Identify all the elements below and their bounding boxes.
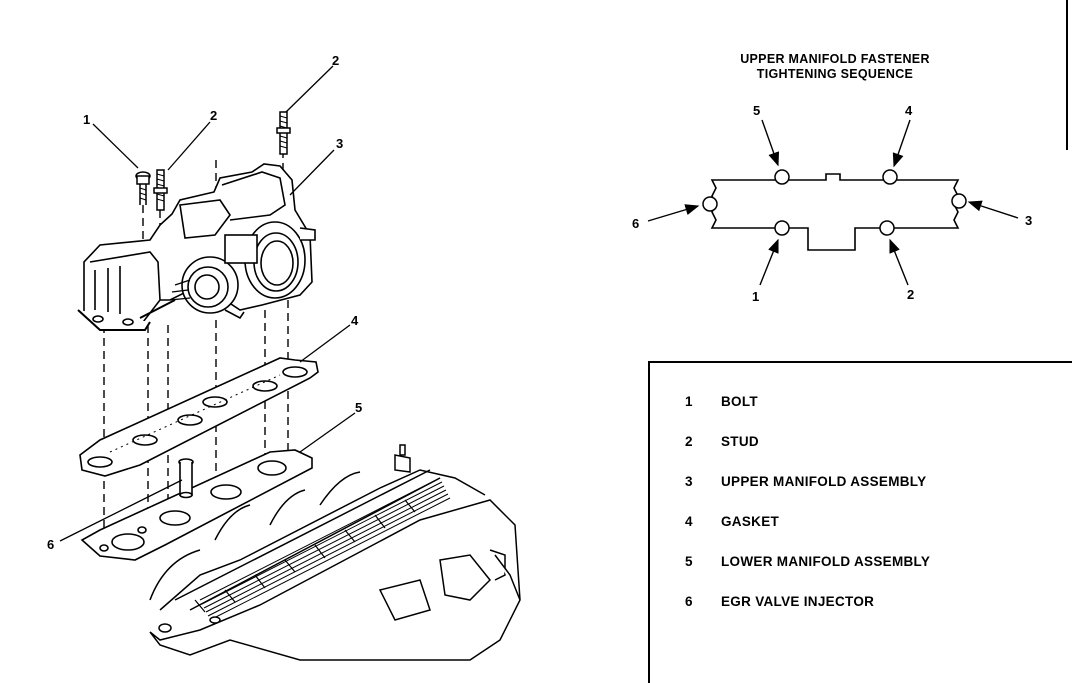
legend-label: UPPER MANIFOLD ASSEMBLY — [721, 474, 927, 489]
callout-6: 6 — [47, 537, 54, 552]
legend-row: 5 LOWER MANIFOLD ASSEMBLY — [685, 554, 930, 569]
sequence-title: UPPER MANIFOLD FASTENER TIGHTENING SEQUE… — [700, 52, 970, 82]
callout-2-right: 2 — [332, 53, 339, 68]
legend-label: BOLT — [721, 394, 758, 409]
legend-row: 1 BOLT — [685, 394, 758, 409]
legend-label: GASKET — [721, 514, 780, 529]
callout-2-left: 2 — [210, 108, 217, 123]
egr-valve-injector — [178, 458, 194, 499]
gasket — [79, 357, 319, 477]
callout-numbers: 1 2 2 3 4 5 6 — [47, 53, 362, 552]
legend-row: 6 EGR VALVE INJECTOR — [685, 594, 874, 609]
stud-part-right — [276, 111, 291, 155]
legend-row: 4 GASKET — [685, 514, 779, 529]
legend-label: LOWER MANIFOLD ASSEMBLY — [721, 554, 931, 569]
sequence-numbers: 5 4 6 3 1 2 — [632, 103, 1032, 304]
stud-part-left — [153, 169, 168, 211]
callout-1: 1 — [83, 112, 90, 127]
legend-number: 6 — [685, 594, 693, 609]
sequence-6: 6 — [632, 216, 639, 231]
legend-number: 1 — [685, 394, 693, 409]
callout-5: 5 — [355, 400, 362, 415]
legend-label: EGR VALVE INJECTOR — [721, 594, 875, 609]
legend-label: STUD — [721, 434, 759, 449]
legend-number: 2 — [685, 434, 693, 449]
fastener-holes — [702, 169, 967, 236]
manifold-outline — [710, 173, 960, 251]
sequence-1: 1 — [752, 289, 759, 304]
legend-number: 4 — [685, 514, 693, 529]
callout-4: 4 — [351, 313, 359, 328]
upper-manifold-assembly — [77, 163, 316, 331]
exploded-view — [59, 65, 521, 661]
sequence-2: 2 — [907, 287, 914, 302]
sequence-3: 3 — [1025, 213, 1032, 228]
parts-legend: 1 BOLT 2 STUD 3 UPPER MANIFOLD ASSEMBLY 4 GA… — [648, 361, 1072, 683]
page-edge-line — [1066, 0, 1068, 150]
legend-number: 5 — [685, 554, 693, 569]
bolt-part — [135, 171, 151, 205]
sequence-title-line-2: TIGHTENING SEQUENCE — [756, 67, 914, 81]
callout-leaders — [59, 65, 356, 542]
sequence-5: 5 — [753, 103, 760, 118]
legend-number: 3 — [685, 474, 693, 489]
legend-row: 2 STUD — [685, 434, 759, 449]
lower-manifold-assembly — [149, 444, 521, 661]
sequence-4: 4 — [905, 103, 913, 118]
tightening-sequence-diagram: 5 4 6 3 1 2 — [632, 103, 1032, 304]
legend-row: 3 UPPER MANIFOLD ASSEMBLY — [685, 474, 926, 489]
callout-3: 3 — [336, 136, 343, 151]
sequence-title-line-1: UPPER MANIFOLD FASTENER — [740, 52, 930, 66]
sequence-arrows — [647, 119, 1019, 286]
